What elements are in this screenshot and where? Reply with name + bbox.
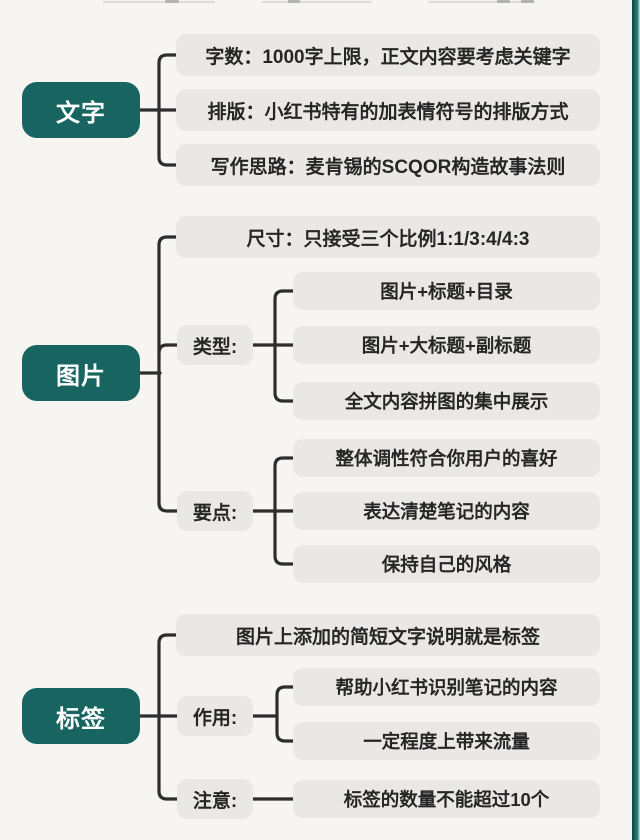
group-label-keypoints: 要点: (177, 491, 253, 531)
cropped-artifact-line (428, 1, 533, 3)
leaf-type-3: 全文内容拼图的集中展示 (293, 382, 600, 420)
group-label-function: 作用: (177, 696, 253, 736)
leaf-type-1: 图片+标题+目录 (293, 272, 600, 310)
cropped-artifact-line (262, 1, 372, 3)
group-label-caution: 注意: (177, 779, 253, 819)
leaf-keypoint-1: 整体调性符合你用户的喜好 (293, 439, 600, 477)
leaf-function-1: 帮助小红书识别笔记的内容 (293, 668, 600, 706)
cropped-artifact-dash (497, 0, 510, 3)
cropped-artifact-dash (165, 0, 179, 3)
leaf-caution-1: 标签的数量不能超过10个 (293, 780, 600, 818)
leaf-function-2: 一定程度上带来流量 (293, 722, 600, 760)
leaf-type-2: 图片+大标题+副标题 (293, 326, 600, 364)
branch-image-size: 尺寸：只接受三个比例1:1/3:4/4:3 (176, 216, 600, 258)
leaf-keypoint-2: 表达清楚笔记的内容 (293, 492, 600, 530)
root-node-tag: 标签 (22, 688, 140, 744)
cropped-artifact-line (103, 1, 215, 3)
cropped-artifact-dash (521, 0, 534, 3)
branch-writing-method: 写作思路：麦肯锡的SCQOR构造故事法则 (176, 144, 600, 186)
branch-word-count: 字数：1000字上限，正文内容要考虑关键字 (176, 34, 600, 76)
branch-tag-definition: 图片上添加的简短文字说明就是标签 (176, 614, 600, 656)
leaf-keypoint-3: 保持自己的风格 (293, 545, 600, 583)
right-edge-bar (632, 0, 640, 840)
cropped-artifact-dash (288, 0, 300, 3)
branch-layout: 排版：小红书特有的加表情符号的排版方式 (176, 89, 600, 131)
group-label-type: 类型: (177, 325, 253, 365)
root-node-text: 文字 (22, 82, 140, 138)
root-node-image: 图片 (22, 345, 140, 401)
